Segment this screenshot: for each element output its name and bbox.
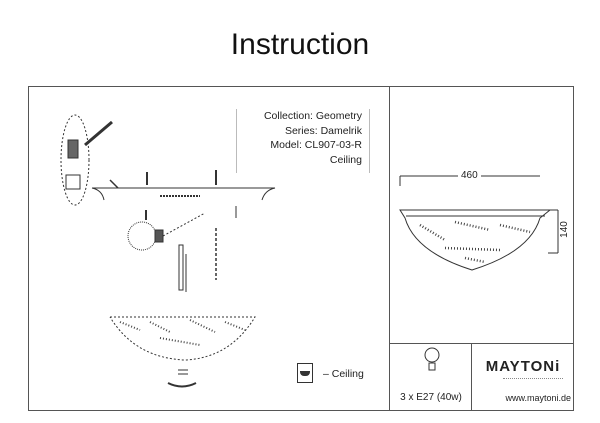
page-title: Instruction xyxy=(230,28,370,61)
bulb-part-icon xyxy=(127,221,157,251)
divider xyxy=(471,343,472,411)
product-info: Collection: Geometry Series: Damelrik Mo… xyxy=(236,109,370,173)
height-dimension: 140 xyxy=(558,221,570,238)
light-bulb-icon xyxy=(424,347,440,363)
brand-logo: MAYTONi xyxy=(485,358,561,375)
divider xyxy=(389,343,574,344)
glass-shade xyxy=(109,316,256,361)
series-text: Series: Damelrik xyxy=(284,124,362,137)
ceiling-mount-icon xyxy=(297,363,313,383)
collection-text: Collection: Geometry xyxy=(263,110,362,122)
bulb-spec: 3 x E27 (40w) xyxy=(400,392,462,403)
ceiling-plate xyxy=(91,187,276,201)
fixture-front-view xyxy=(399,209,552,271)
legend-ceiling-label: – Ceiling xyxy=(323,368,364,380)
type-text: Ceiling xyxy=(329,153,362,166)
wiring-detail-icon xyxy=(60,114,90,206)
brand-url: www.maytoni.de xyxy=(505,393,571,403)
model-text: Model: CL907-03-R xyxy=(270,139,362,151)
brand-tagline xyxy=(503,378,563,381)
width-dimension: 460 xyxy=(458,170,481,181)
instruction-frame xyxy=(28,86,574,411)
divider xyxy=(389,86,390,411)
